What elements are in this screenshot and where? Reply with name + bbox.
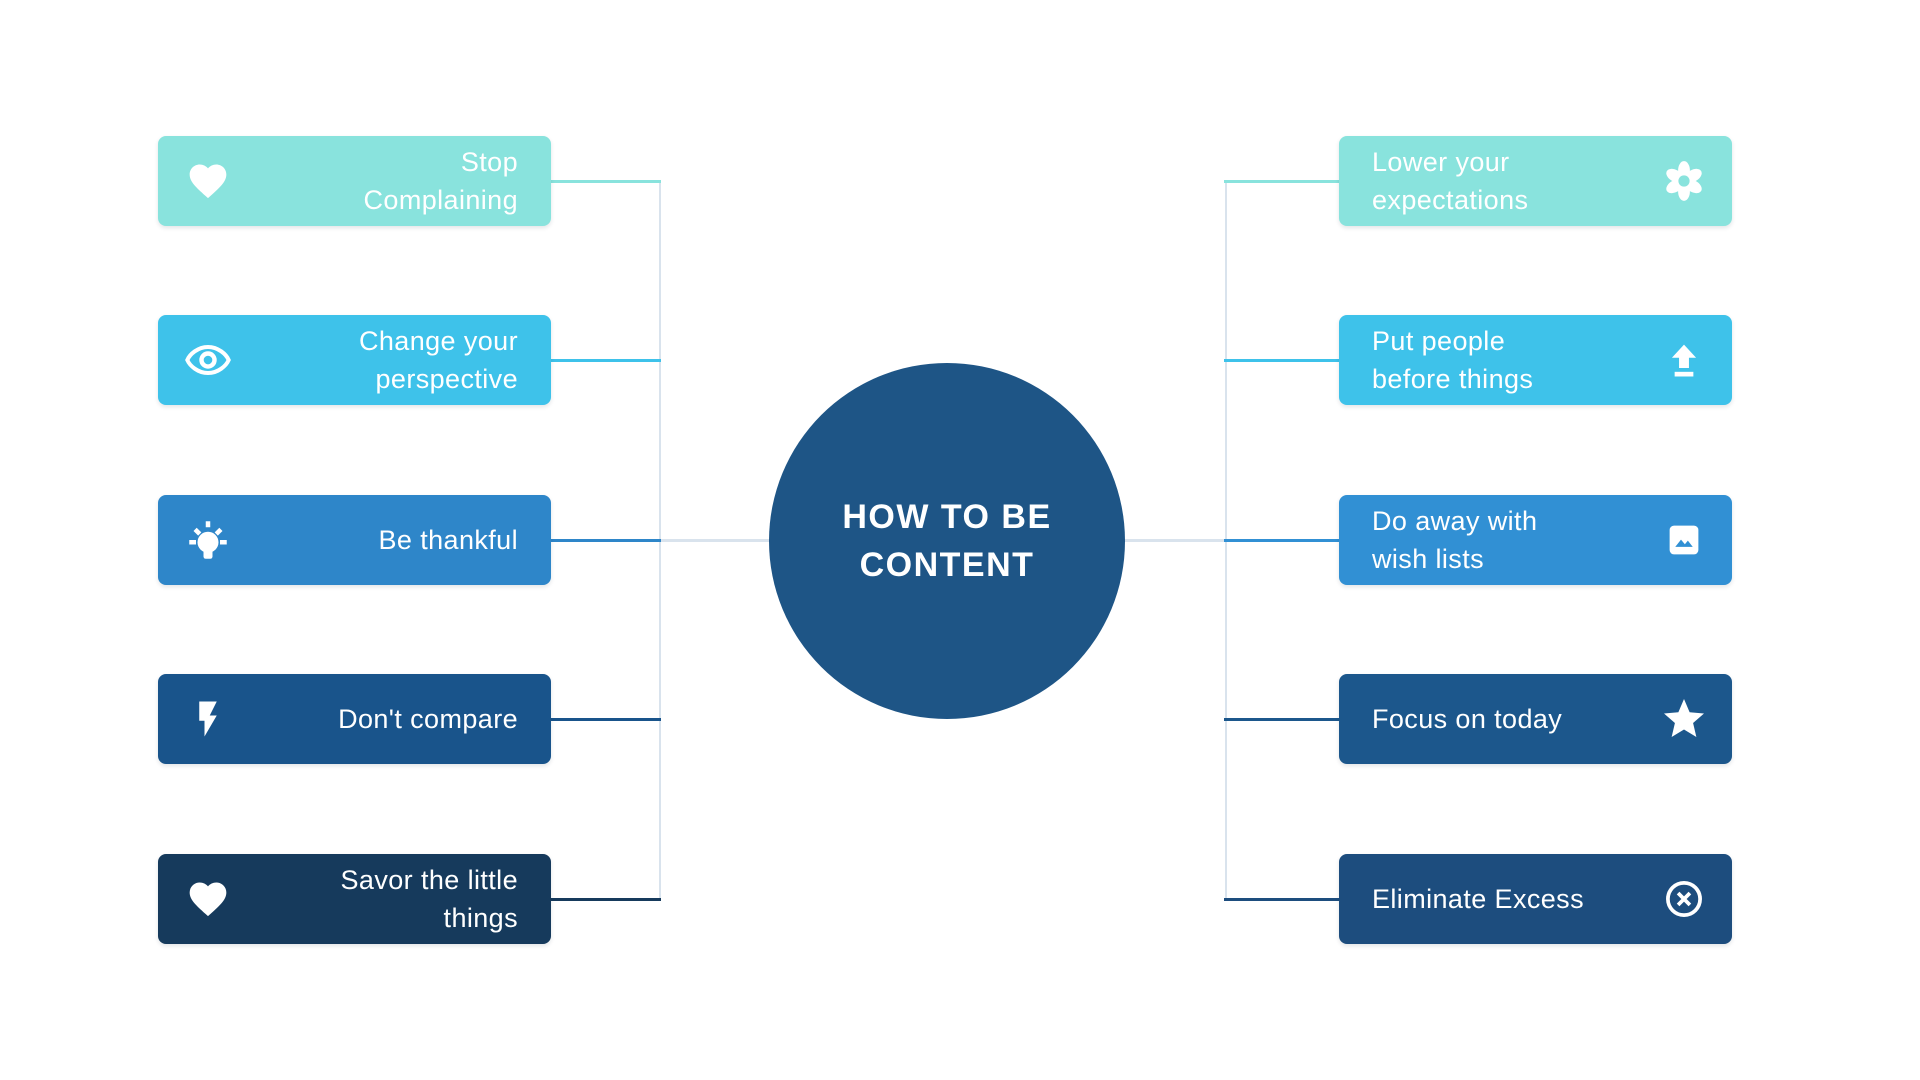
- lightning-icon: [184, 695, 232, 743]
- connector-stub: [1224, 898, 1340, 901]
- topic-label: Don't compare: [338, 704, 518, 734]
- topic-label: Do away with wish lists: [1372, 506, 1538, 574]
- connector-stub: [1224, 359, 1340, 362]
- connector-stub: [551, 898, 661, 901]
- topic-label: Be thankful: [378, 525, 518, 555]
- node-dont-compare[interactable]: Don't compare: [158, 674, 551, 764]
- topic-label: Change your perspective: [358, 326, 518, 394]
- topic-label: Eliminate Excess: [1372, 884, 1584, 914]
- node-be-thankful[interactable]: Be thankful: [158, 495, 551, 585]
- x-circle-icon: [1660, 875, 1708, 923]
- heart-icon: [184, 157, 232, 205]
- eye-icon: [184, 336, 232, 384]
- node-focus-on-today[interactable]: Focus on today: [1339, 674, 1732, 764]
- upload-icon: [1660, 336, 1708, 384]
- topic-label: Lower your expectations: [1372, 147, 1529, 215]
- connector-stub: [551, 718, 661, 721]
- connector-stub: [551, 359, 661, 362]
- star-icon: [1660, 695, 1708, 743]
- lightbulb-icon: [184, 516, 232, 564]
- connector-stub: [1224, 180, 1340, 183]
- connector-stub: [551, 180, 661, 183]
- heart-icon: [184, 875, 232, 923]
- node-eliminate-excess[interactable]: Eliminate Excess: [1339, 854, 1732, 944]
- connector-stub: [1224, 718, 1340, 721]
- topic-label: Stop Complaining: [363, 147, 518, 215]
- connector-stub: [1224, 539, 1340, 542]
- topic-label: Put people before things: [1372, 326, 1534, 394]
- flower-icon: [1660, 157, 1708, 205]
- node-stop-complaining[interactable]: Stop Complaining: [158, 136, 551, 226]
- node-savor-the-little-things[interactable]: Savor the little things: [158, 854, 551, 944]
- node-change-your-perspective[interactable]: Change your perspective: [158, 315, 551, 405]
- image-icon: [1660, 516, 1708, 564]
- central-topic[interactable]: HOW TO BE CONTENT: [769, 363, 1125, 719]
- connector-stub: [551, 539, 661, 542]
- topic-label: Savor the little things: [340, 865, 518, 933]
- node-do-away-with-wish-lists[interactable]: Do away with wish lists: [1339, 495, 1732, 585]
- node-lower-your-expectations[interactable]: Lower your expectations: [1339, 136, 1732, 226]
- node-put-people-before-things[interactable]: Put people before things: [1339, 315, 1732, 405]
- central-topic-title: HOW TO BE CONTENT: [842, 498, 1052, 584]
- topic-label: Focus on today: [1372, 704, 1563, 734]
